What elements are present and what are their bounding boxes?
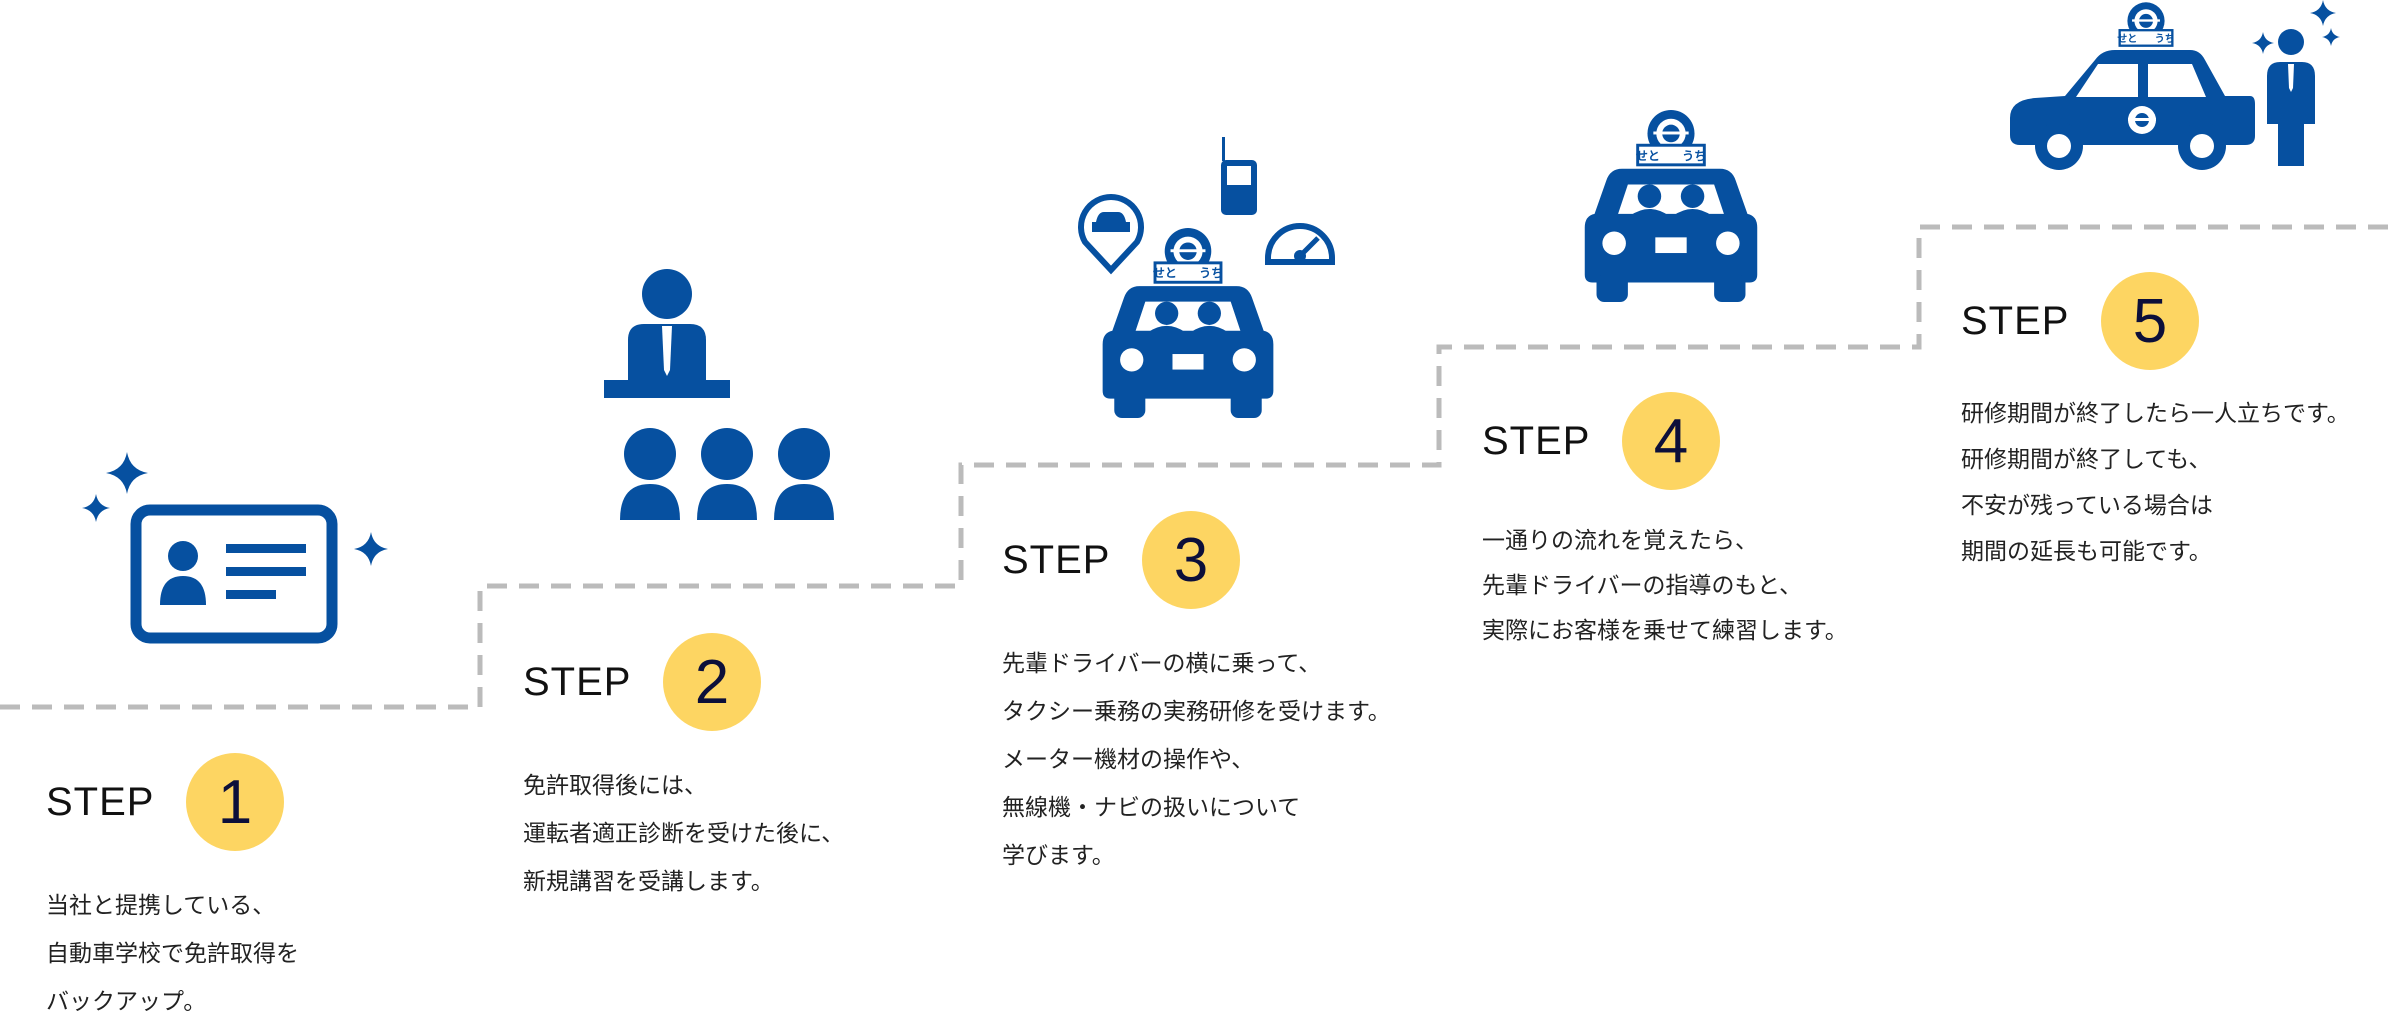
id-card-icon [82,452,388,644]
step-label: STEP [1482,418,1591,463]
taxi-sign-logo-text: せと うち [2117,33,2174,45]
desc-line: バックアップ。 [46,989,207,1015]
desc-line: メーター機材の操作や、 [1002,747,1255,773]
desc-line: 自動車学校で免許取得を [46,941,299,967]
step-4: STEP 4 一通りの流れを覚えたら、 先輩ドライバーの指導のもと、 実際にお客… [1482,391,1848,654]
desc-line: 実際にお客様を乗せて練習します。 [1482,618,1848,644]
step-number-badge: 2 [663,633,761,731]
desc-line: 免許取得後には、 [523,773,707,799]
step-description: 一通りの流れを覚えたら、 先輩ドライバーの指導のもと、 実際にお客様を乗せて練習… [1482,519,1848,654]
desc-line: タクシー乗務の実務研修を受けます。 [1002,699,1391,725]
step-description: 当社と提携している、 自動車学校で免許取得を バックアップ。 [46,882,299,1026]
step-label: STEP [1002,537,1111,582]
taxi-driver-icon: せと うち [2010,0,2340,170]
desc-line: 不安が残っている場合は [1961,493,2213,519]
desc-line: 先輩ドライバーの指導のもと、 [1482,573,1803,599]
step-number-badge: 5 [2101,272,2199,370]
step-label: STEP [1961,298,2070,343]
desc-line: 新規講習を受講します。 [523,869,774,895]
desc-line: 一通りの流れを覚えたら、 [1482,528,1758,554]
step-staircase-line: せと うち せと うち せと うち [0,0,2400,710]
desc-line: 先輩ドライバーの横に乗って、 [1002,651,1322,677]
taxi-sign-logo-text: せと うち [1636,149,1706,163]
taxi-training-icon: せと うち [1078,137,1335,418]
desc-line: 期間の延長も可能です。 [1961,539,2212,565]
desc-line: 研修期間が終了したら一人立ちです。 [1961,401,2350,427]
step-3: STEP 3 先輩ドライバーの横に乗って、 タクシー乗務の実務研修を受けます。 … [1002,510,1391,880]
desc-line: 研修期間が終了しても、 [1961,447,2212,473]
lecture-icon [604,269,834,520]
desc-line: 運転者適正診断を受けた後に、 [523,821,845,847]
desc-line: 当社と提携している、 [46,893,276,919]
step-number-badge: 4 [1622,392,1720,490]
step-label: STEP [523,659,632,704]
taxi-sign-logo-text: せと うち [1153,266,1223,280]
step-label: STEP [46,779,155,824]
step-5: STEP 5 研修期間が終了したら一人立ちです。 研修期間が終了しても、 不安が… [1961,271,2350,575]
taxi-front-icon: せと うち [1585,110,1757,302]
step-description: 免許取得後には、 運転者適正診断を受けた後に、 新規講習を受講します。 [523,762,844,906]
step-description: 先輩ドライバーの横に乗って、 タクシー乗務の実務研修を受けます。 メーター機材の… [1002,640,1391,880]
desc-line: 学びます。 [1002,843,1115,869]
step-1: STEP 1 当社と提携している、 自動車学校で免許取得を バックアップ。 [46,752,299,1026]
step-description: 研修期間が終了したら一人立ちです。 研修期間が終了しても、 不安が残っている場合… [1961,391,2350,575]
desc-line: 無線機・ナビの扱いについて [1002,795,1301,821]
step-2: STEP 2 免許取得後には、 運転者適正診断を受けた後に、 新規講習を受講しま… [523,632,844,906]
step-number-badge: 3 [1142,511,1240,609]
step-number-badge: 1 [186,753,284,851]
